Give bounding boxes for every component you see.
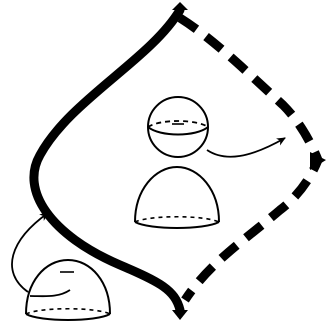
bottom-tip xyxy=(172,310,188,320)
sphere-with-equator xyxy=(148,97,208,157)
dashed-boundary-curve xyxy=(180,18,326,300)
hemisphere-cap-lower xyxy=(26,260,110,320)
top-tip xyxy=(172,2,188,10)
arrow-sphere-to-dashed xyxy=(207,138,285,157)
hemisphere-cap-upper xyxy=(135,167,219,228)
